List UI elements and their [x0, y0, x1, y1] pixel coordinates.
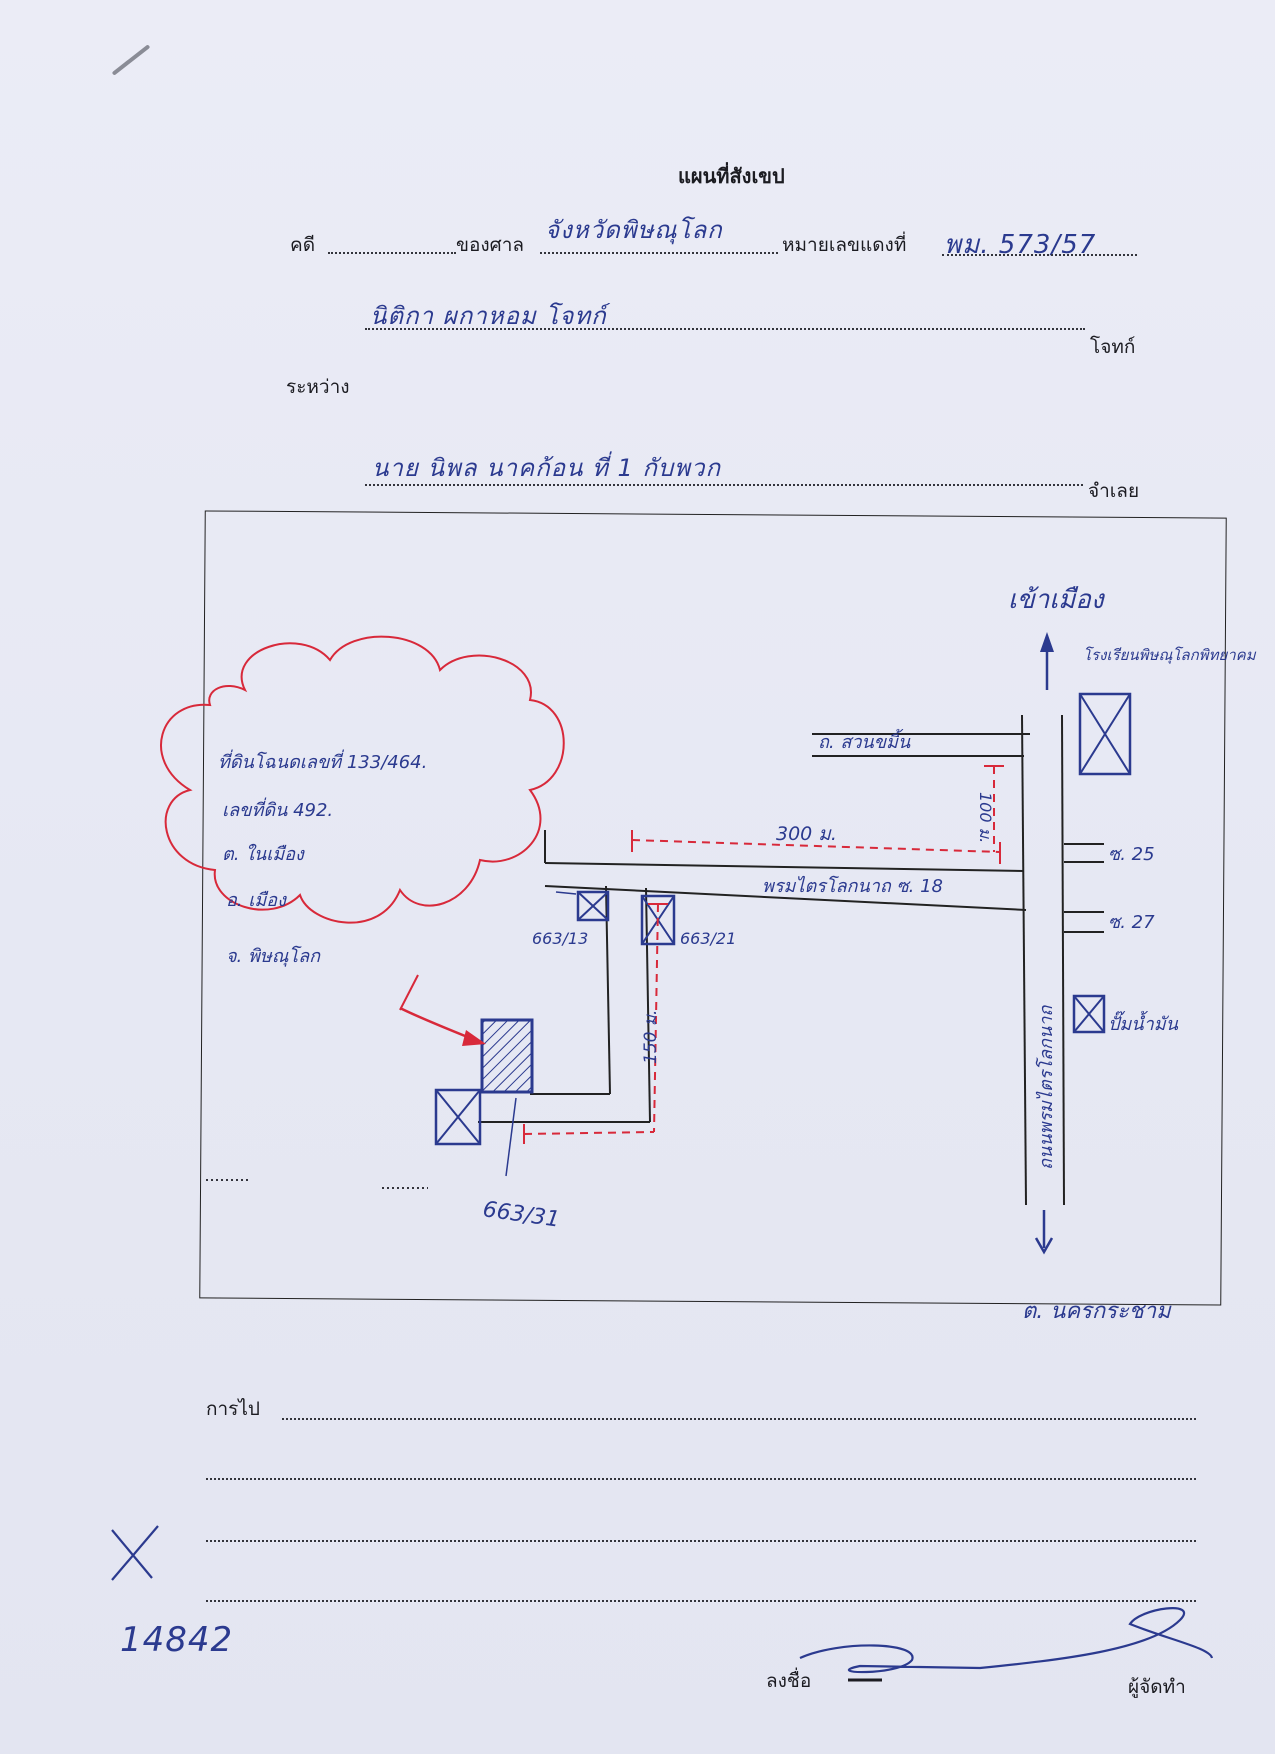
dim-bottom-line [523, 1131, 655, 1135]
north-arrow-head [1040, 632, 1054, 652]
defendant-line [365, 484, 1083, 486]
route-line-1 [282, 1418, 1196, 1420]
dist-150-label: 150 ม. [641, 1010, 661, 1064]
red-number-line [942, 254, 1137, 256]
signature-label: ลงชื่อ [766, 1670, 812, 1692]
case-label: คดี [290, 234, 316, 256]
route-line-2 [206, 1478, 1196, 1480]
route-line-4 [206, 1600, 1196, 1602]
soi18-label: พรมไตรโลกนาถ ซ. 18 [762, 875, 943, 897]
gas-station-box [1072, 994, 1106, 1034]
soi27-label: ซ. 27 [1108, 912, 1155, 933]
house-663-31-x2 [435, 1089, 481, 1145]
soi25-label: ซ. 25 [1108, 844, 1155, 865]
school-label: โรงเรียนพิษณุโลกพิทยาคม [1083, 646, 1257, 664]
soi18-road-top [544, 862, 1025, 872]
south-label: ต. นครกระชาม [1022, 1299, 1172, 1324]
cloud-line-4: อ. เมือง [226, 890, 287, 911]
suankhamin-label: ถ. สวนขมิ้น [818, 728, 911, 753]
house-663-13-label: 663/13 [532, 929, 588, 948]
house-663-13-box [576, 890, 610, 922]
cloud-line-3: ต. ในเมือง [222, 843, 305, 865]
gas-station-label: ปั๊มน้ำมัน [1108, 1010, 1179, 1035]
school-box [1078, 692, 1132, 776]
case-number-line [328, 252, 456, 254]
soi18-road-bottom [544, 885, 1027, 911]
defendant-label: จำเลย [1088, 480, 1140, 502]
preparer-label: ผู้จัดทำ [1128, 1676, 1186, 1698]
margin-number: 14842 [120, 1620, 234, 1660]
branch-road-right [645, 887, 651, 1123]
dim-300-line [631, 839, 1001, 853]
defendant-value: นาย นิพล นาคก้อน ที่ 1 กับพวก [372, 454, 721, 482]
cloud-line-1: ที่ดินโฉนดเลขที่ 133/464. [218, 749, 427, 773]
court-label: ของศาล [456, 234, 525, 256]
house-663-31-box [434, 1088, 482, 1146]
plaintiff-label: โจทก์ [1090, 336, 1136, 358]
red-cloud-pointer [399, 974, 419, 1011]
main-road-right-edge [1061, 714, 1065, 1206]
red-cloud-outline [160, 635, 565, 924]
page-title: แผนที่สังเขป [678, 164, 785, 188]
cloud-line-2: เลขที่ดิน 492. [222, 797, 333, 821]
route-label: การไป [206, 1398, 260, 1420]
school-x2 [1079, 693, 1131, 775]
house-663-13-pointer [555, 891, 577, 895]
court-line [540, 252, 778, 254]
plaintiff-line [365, 328, 1085, 330]
main-road-left-edge [1021, 714, 1027, 1206]
red-number-label: หมายเลขแดงที่ [782, 234, 907, 256]
house-663-13-x2 [577, 891, 609, 921]
court-value: จังหวัดพิษณุโลก [545, 216, 723, 244]
north-label: เข้าเมือง [1008, 585, 1106, 615]
main-road-label: ถนนพรมไตรโลกนาถ [1035, 1005, 1057, 1170]
x-mark-2 [111, 1529, 153, 1579]
x-mark-1 [111, 1525, 159, 1581]
cloud-line-5: จ. พิษณุโลก [226, 945, 321, 967]
subject-plot-hatched [480, 1018, 534, 1094]
house-663-31-pointer [505, 1097, 517, 1177]
south-arrow-head [1034, 1237, 1054, 1255]
house-663-31-label: 663/31 [481, 1197, 561, 1233]
signature-scribble [799, 1607, 1214, 1674]
between-label: ระหว่าง [286, 376, 350, 398]
dim-150-line [653, 903, 659, 1133]
dist-100-label: 100 ม. [976, 792, 995, 843]
house-663-21-label: 663/21 [680, 929, 736, 948]
route-line-3 [206, 1540, 1196, 1542]
gas-station-x2 [1073, 995, 1105, 1033]
plaintiff-value: นิติกา ผกาหอม โจทก์ [370, 302, 607, 330]
house-663-21-box [640, 894, 676, 946]
red-cloud-arrow-head [462, 1030, 486, 1046]
dist-300-label: 300 ม. [776, 823, 837, 845]
